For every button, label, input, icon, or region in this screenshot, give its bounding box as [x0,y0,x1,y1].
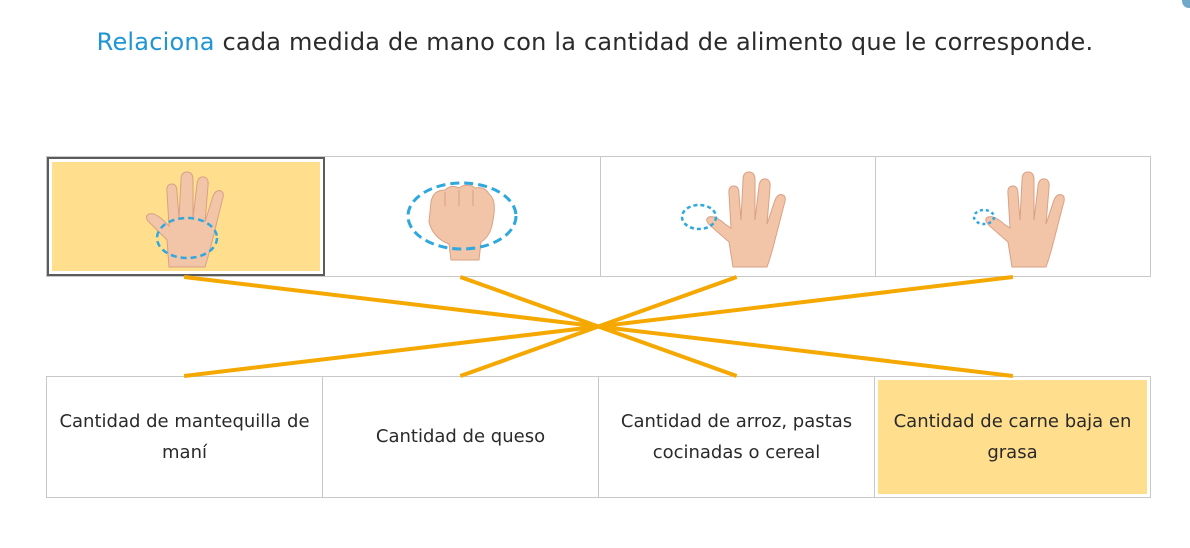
hand-measures-row [46,156,1151,277]
thumb-hand-icon [680,170,786,267]
instruction-text: Relaciona cada medida de mano con la can… [0,28,1190,56]
food-option-cheese[interactable]: Cantidad de queso [323,377,599,497]
connector-line-2[interactable] [459,275,738,378]
palm-hand-icon [146,170,224,267]
food-label: Cantidad de arroz, pastas cocinadas o ce… [620,410,853,464]
food-quantities-row: Cantidad de mantequilla de maní Cantidad… [46,376,1151,498]
connector-line-4[interactable] [183,275,1014,378]
connector-line-3[interactable] [459,275,738,378]
fist-hand-icon [406,181,518,260]
instruction-rest: cada medida de mano con la cantidad de a… [214,28,1094,56]
corner-indicator [1182,0,1190,8]
instruction-verb: Relaciona [96,28,215,56]
hand-option-fist[interactable] [325,157,601,276]
food-label: Cantidad de mantequilla de maní [59,410,310,464]
hand-option-fingertip[interactable] [876,157,1150,276]
food-option-rice-pasta-cereal[interactable]: Cantidad de arroz, pastas cocinadas o ce… [599,377,875,497]
food-label: Cantidad de queso [375,426,546,448]
connector-line-1[interactable] [183,275,1014,378]
food-label: Cantidad de carne baja en grasa [893,410,1132,464]
food-option-peanut-butter[interactable]: Cantidad de mantequilla de maní [47,377,323,497]
food-option-lean-meat[interactable]: Cantidad de carne baja en grasa [875,377,1150,497]
hand-option-thumb[interactable] [601,157,876,276]
hand-option-palm[interactable] [47,157,326,276]
fingertip-hand-icon [972,170,1065,267]
